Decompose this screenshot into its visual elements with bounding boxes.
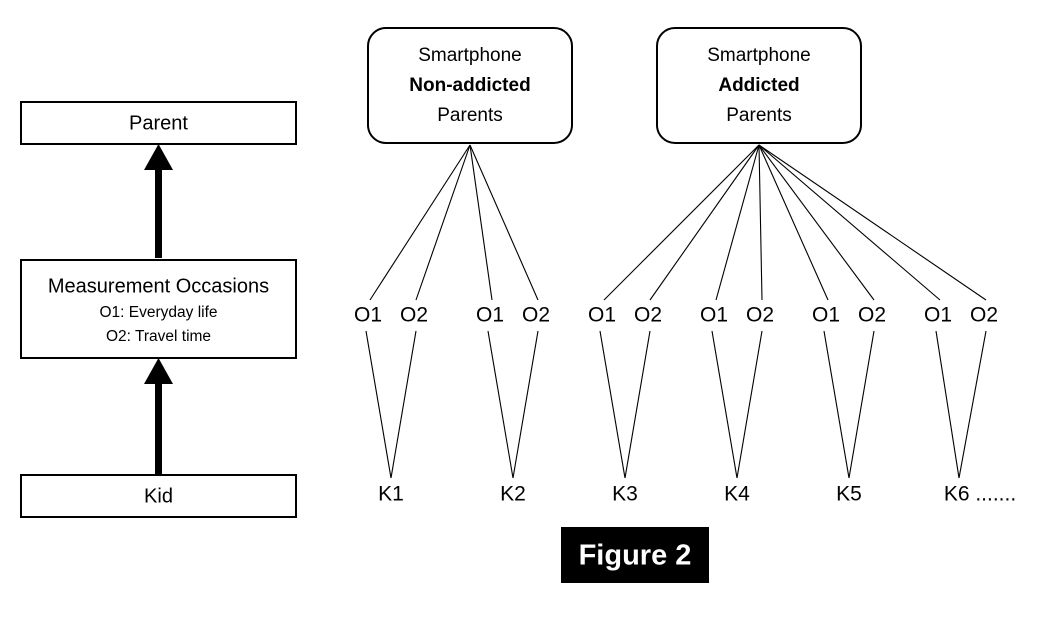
kid-node-label: K1: [378, 483, 404, 506]
addicted-occasion-to-kid-edges: [599, 330, 987, 479]
non-addicted-title-line-2: Non-addicted: [409, 75, 530, 96]
kid-level-box: Kid: [20, 474, 297, 518]
occasion-node-label: O2: [522, 304, 550, 327]
kid-node-label: K3: [612, 483, 638, 506]
parent-level-box: Parent: [20, 101, 297, 145]
group-non-addicted: Smartphone Non-addicted Parents O1 O2 O1…: [354, 27, 573, 506]
occasion-node-label: O2: [400, 304, 428, 327]
left-model-column: Parent Measurement Occasions O1: Everyda…: [20, 101, 297, 518]
occasion-node-label: O1: [812, 304, 840, 327]
figure-caption-background: [561, 527, 709, 583]
occasion-node-label: O1: [924, 304, 952, 327]
arrow-head-up-icon: [144, 358, 173, 384]
kid-node-label: K4: [724, 483, 750, 506]
addicted-parent-to-occasion-edges: [603, 144, 987, 301]
addicted-title-line-3: Parents: [726, 105, 791, 126]
measurement-occasions-sub-line-1: O1: Everyday life: [99, 304, 217, 321]
occasion-node-label: O1: [700, 304, 728, 327]
measurement-occasions-box-rect: [20, 259, 297, 359]
group-addicted: Smartphone Addicted Parents O1 O2 O1 O2 …: [588, 27, 1016, 506]
non-addicted-title-line-3: Parents: [437, 105, 502, 126]
arrow-occasions-to-parent: [144, 144, 173, 258]
kid-node-label: K6 .......: [944, 483, 1016, 506]
parent-box-rect: [20, 101, 297, 145]
addicted-title-line-1: Smartphone: [707, 45, 811, 66]
occasion-node-label: O1: [476, 304, 504, 327]
arrow-head-up-icon: [144, 144, 173, 170]
non-addicted-occasion-to-kid-edges: [365, 330, 539, 479]
figure-caption: Figure 2: [561, 527, 709, 583]
measurement-occasions-box-label: Measurement Occasions: [48, 275, 269, 297]
measurement-occasions-sub-line-2: O2: Travel time: [106, 328, 211, 345]
addicted-parents-panel: [656, 27, 862, 144]
non-addicted-parent-to-occasion-edges: [369, 144, 539, 301]
non-addicted-title-line-1: Smartphone: [418, 45, 522, 66]
addicted-title-line-2: Addicted: [718, 75, 799, 96]
arrow-kid-to-occasions: [144, 358, 173, 474]
figure-caption-label: Figure 2: [579, 540, 692, 572]
kid-node-label: K2: [500, 483, 526, 506]
kid-node-label: K5: [836, 483, 862, 506]
occasion-node-label: O2: [970, 304, 998, 327]
occasion-node-label: O2: [634, 304, 662, 327]
occasion-node-label: O1: [588, 304, 616, 327]
occasion-node-label: O1: [354, 304, 382, 327]
parent-box-label: Parent: [129, 112, 188, 134]
kid-box-rect: [20, 474, 297, 518]
kid-box-label: Kid: [144, 485, 173, 507]
non-addicted-parents-panel: [367, 27, 573, 144]
occasion-node-label: O2: [858, 304, 886, 327]
measurement-occasions-level-box: Measurement Occasions O1: Everyday life …: [20, 259, 297, 359]
occasion-node-label: O2: [746, 304, 774, 327]
